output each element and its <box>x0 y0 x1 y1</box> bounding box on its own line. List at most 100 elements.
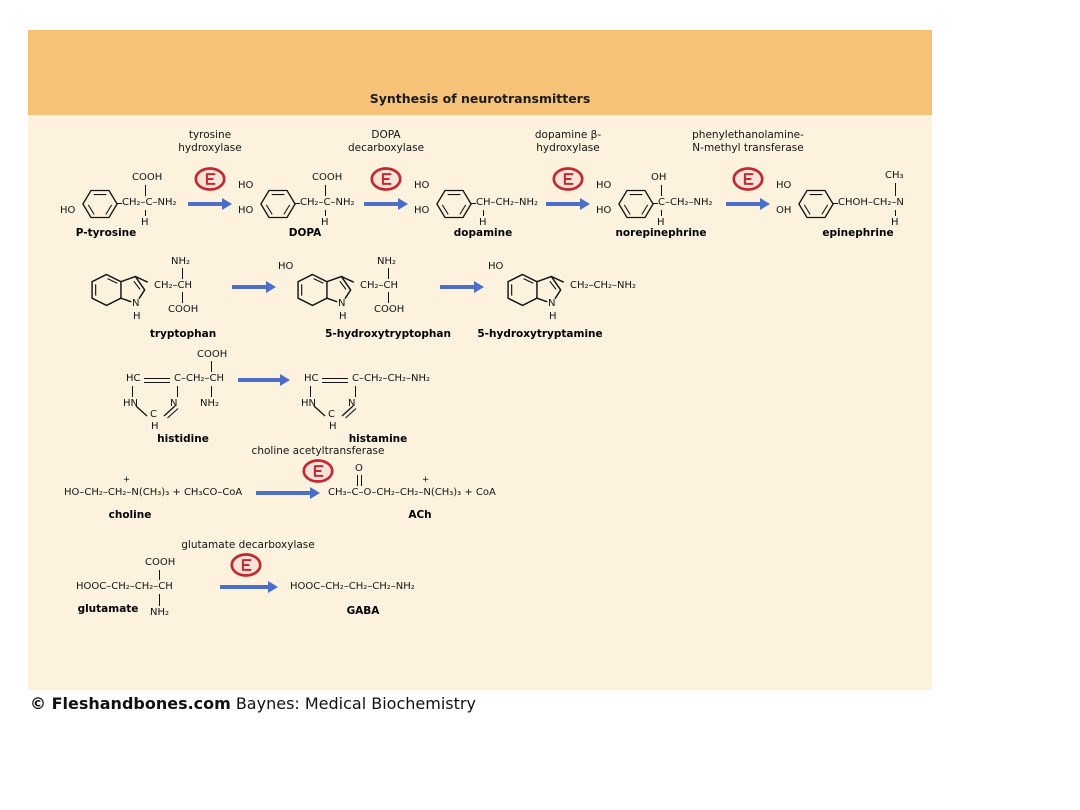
compound-name: tryptophan <box>149 328 217 340</box>
enzyme-icon <box>370 167 402 191</box>
hydroxyl-label: HO <box>414 180 430 191</box>
double-bond <box>144 382 170 384</box>
arrow-shaft <box>238 377 280 383</box>
ring-hc-label: HC <box>304 373 319 384</box>
ring-nh-label: H <box>339 311 347 322</box>
bond <box>145 210 147 216</box>
arrow-head <box>310 487 320 499</box>
bond <box>132 386 134 397</box>
bond <box>388 268 390 279</box>
side-chain: CH₂–CH <box>154 280 193 291</box>
side-chain: C–CH₂–NH₂ <box>658 197 713 208</box>
hydroxyl-label: HO <box>238 205 254 216</box>
amine-label: NH₂ <box>171 256 191 267</box>
hydrogen-label: H <box>321 217 329 228</box>
amine-label: NH₂ <box>377 256 397 267</box>
side-chain: C–CH₂–CH <box>174 373 224 384</box>
arrow-head <box>266 281 276 293</box>
acetylcholine-formula: CH₃–C–O–CH₂–CH₂–N(CH₃)₃ + CoA <box>328 487 496 498</box>
bond <box>833 203 838 205</box>
carboxyl-label: COOH <box>197 349 228 360</box>
side-chain: CH₂–CH₂–NH₂ <box>570 280 637 291</box>
hydroxyl-label: HO <box>596 180 612 191</box>
choline-formula: HO–CH₂–CH₂–N(CH₃)₃ + CH₃CO–CoA <box>64 487 243 498</box>
carboxyl-label: COOH <box>132 172 163 183</box>
enzyme-icon <box>194 167 226 191</box>
enzyme-icon <box>230 553 262 577</box>
reaction-arrow <box>726 197 770 211</box>
compound-name: dopamine <box>453 227 513 239</box>
hydrogen-label: H <box>657 217 665 228</box>
hydroxyl-label: HO <box>488 261 504 272</box>
enzyme-icon <box>552 167 584 191</box>
enzyme-label-dopa-decarboxylase: DOPA decarboxylase <box>347 129 425 154</box>
reaction-arrow <box>220 580 278 594</box>
indole-ring <box>506 271 572 313</box>
hydrogen-label: H <box>479 217 487 228</box>
hydroxyl-label: HO <box>278 261 294 272</box>
bond <box>388 292 390 303</box>
bond <box>895 210 897 216</box>
ring-hc-label: HC <box>126 373 141 384</box>
enzyme-label-tyrosine-hydroxylase: tyrosine hydroxylase <box>178 129 242 154</box>
bond <box>895 183 897 196</box>
amine-label: NH₂ <box>200 398 220 409</box>
benzene-ring <box>260 189 296 219</box>
ring-nitrogen-label: N <box>548 298 556 309</box>
bond <box>483 210 485 216</box>
bond <box>310 386 312 397</box>
ring-nitrogen-label: N <box>348 398 356 409</box>
bond <box>355 386 357 397</box>
reaction-arrow <box>256 486 320 500</box>
arrow-head <box>474 281 484 293</box>
arrow-shaft <box>364 201 398 207</box>
enzyme-label-choline-acetyltransferase: choline acetyltransferase <box>251 445 385 457</box>
benzene-ring <box>82 189 118 219</box>
arrow-head <box>222 198 232 210</box>
arrow-head <box>760 198 770 210</box>
compound-name: ACh <box>408 509 432 521</box>
bond <box>159 594 161 606</box>
ring-ch-label: H <box>329 421 337 432</box>
ring-nh-label: H <box>133 311 141 322</box>
figure-header: Synthesis of neurotransmitters <box>28 30 932 115</box>
double-bond <box>361 475 363 486</box>
bond <box>661 185 663 196</box>
copyright-text: © Fleshandbones.com <box>30 694 231 713</box>
enzyme-label-glutamate-decarboxylase: glutamate decarboxylase <box>181 539 315 551</box>
bond <box>325 210 327 216</box>
benzene-ring <box>798 189 834 219</box>
bond <box>145 185 147 196</box>
side-chain: CH₂–C–NH₂ <box>300 197 355 208</box>
carboxyl-label: COOH <box>145 557 176 568</box>
hydrogen-label: H <box>891 217 899 228</box>
bond <box>177 386 179 397</box>
ring-hn-label: HN <box>123 398 138 409</box>
compound-name: histamine <box>348 433 408 445</box>
arrow-shaft <box>440 284 474 290</box>
ring-hn-label: HN <box>301 398 316 409</box>
double-bond <box>322 382 348 384</box>
source-text: Baynes: Medical Biochemistry <box>235 694 476 713</box>
reaction-arrow <box>364 197 408 211</box>
reaction-arrow <box>238 373 290 387</box>
ring-carbon-label: C <box>328 409 335 420</box>
ring-nh-label: H <box>549 311 557 322</box>
bond <box>211 386 213 397</box>
carboxyl-label: COOH <box>312 172 343 183</box>
arrow-head <box>580 198 590 210</box>
hydroxyl-label: HO <box>238 180 254 191</box>
bond <box>661 210 663 216</box>
compound-name: epinephrine <box>822 227 894 239</box>
compound-name: norepinephrine <box>615 227 707 239</box>
compound-name: glutamate <box>77 603 139 615</box>
benzene-ring <box>436 189 472 219</box>
reaction-arrow <box>440 280 484 294</box>
compound-name: choline <box>108 509 152 521</box>
reaction-arrow <box>546 197 590 211</box>
bond <box>182 292 184 303</box>
indole-ring <box>90 271 156 313</box>
ring-nitrogen-label: N <box>338 298 346 309</box>
